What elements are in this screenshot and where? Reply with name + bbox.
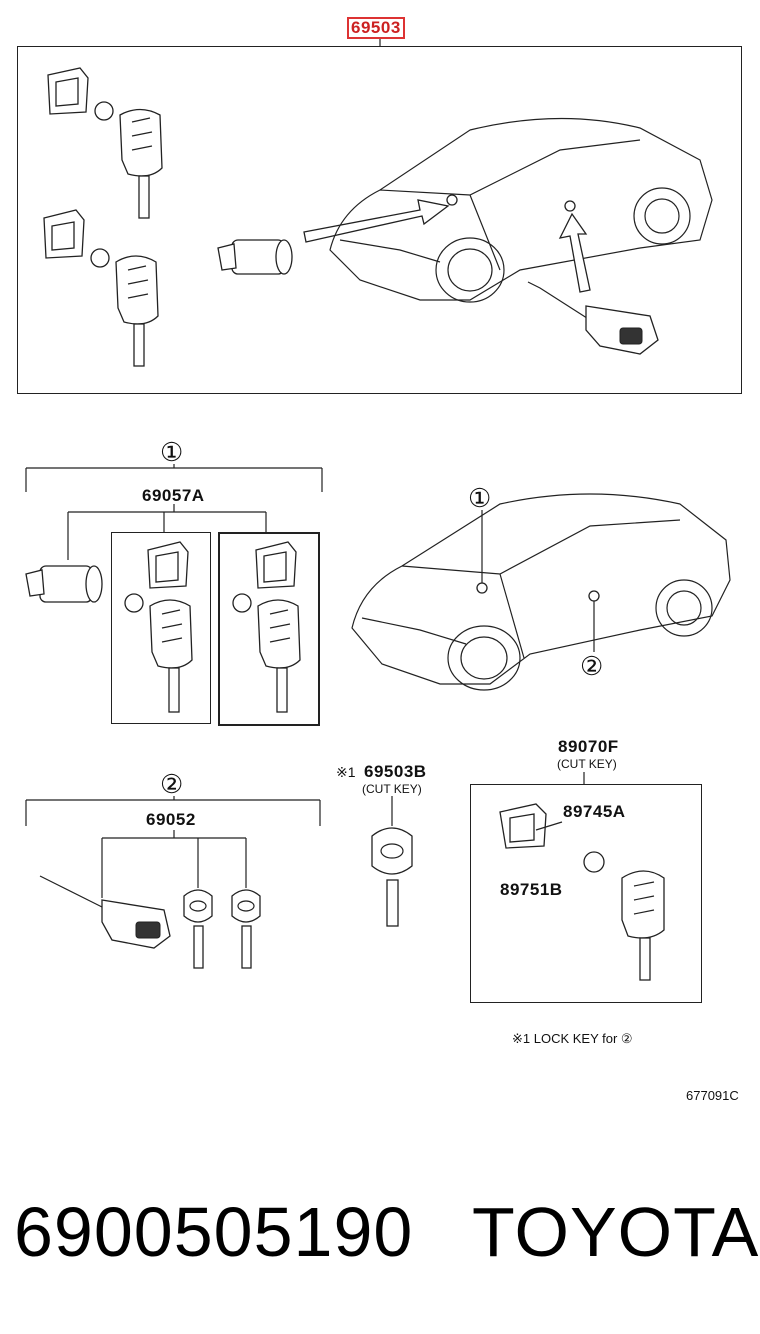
part-number-69057A[interactable]: 69057A — [142, 486, 205, 505]
key-icon-sec2-1 — [183, 889, 213, 969]
battery-icon-sec1-1 — [124, 593, 144, 613]
fob-set-frame-1 — [111, 532, 211, 724]
part-number-89745A[interactable]: 89745A — [563, 802, 626, 821]
footer-brand: TOYOTA — [472, 1193, 760, 1271]
car-illustration-middle — [351, 493, 731, 691]
transmitter-note: (CUT KEY) — [557, 757, 617, 771]
part-number-89070F[interactable]: 89070F — [558, 737, 619, 756]
fob-set-frame-2 — [218, 532, 320, 726]
ignition-cylinder-icon-sec1 — [25, 565, 103, 603]
remote-key-icon-top-2 — [115, 255, 159, 367]
door-lock-cylinder-icon-sec2 — [39, 875, 171, 949]
battery-icon-sec1-2 — [232, 593, 252, 613]
key-case-icon-top-1 — [47, 67, 89, 115]
figure-code: 677091C — [686, 1088, 739, 1103]
key-case-icon-sec1-1 — [147, 541, 189, 589]
remote-key-icon-transmitter — [621, 870, 665, 981]
key-blank-ref-mark: ※1 — [336, 764, 356, 780]
battery-icon-top-2 — [90, 248, 110, 268]
footnote-lock-key: ※1 LOCK KEY for ② — [512, 1031, 633, 1046]
battery-icon-transmitter — [583, 851, 605, 873]
section-marker-2: ② — [160, 769, 184, 799]
section-marker-1: ① — [160, 437, 184, 467]
key-blank-icon — [371, 827, 413, 927]
part-number-69052[interactable]: 69052 — [146, 810, 196, 829]
remote-key-icon-sec1-1 — [149, 599, 193, 713]
key-case-icon-top-2 — [43, 209, 85, 259]
car-marker-2: ② — [580, 651, 604, 681]
remote-key-icon-top-1 — [119, 108, 163, 219]
key-icon-sec2-2 — [231, 889, 261, 969]
door-lock-cylinder-icon-top — [527, 281, 659, 355]
assembly-frame-top — [17, 46, 742, 394]
part-number-69503B[interactable]: 69503B — [364, 762, 427, 781]
key-case-icon-transmitter — [499, 803, 547, 849]
part-number-89751B[interactable]: 89751B — [500, 880, 563, 899]
ignition-cylinder-icon-top — [217, 239, 293, 275]
transmitter-frame — [470, 784, 702, 1003]
battery-icon-top-1 — [94, 101, 114, 121]
key-blank-note: (CUT KEY) — [362, 782, 422, 796]
key-case-icon-sec1-2 — [255, 541, 297, 589]
car-marker-1: ① — [468, 483, 492, 513]
car-illustration-top — [329, 117, 713, 303]
part-number-callout-69503[interactable]: 69503 — [347, 17, 405, 39]
remote-key-icon-sec1-2 — [257, 599, 301, 713]
footer-part-number: 6900505190 — [14, 1193, 414, 1271]
